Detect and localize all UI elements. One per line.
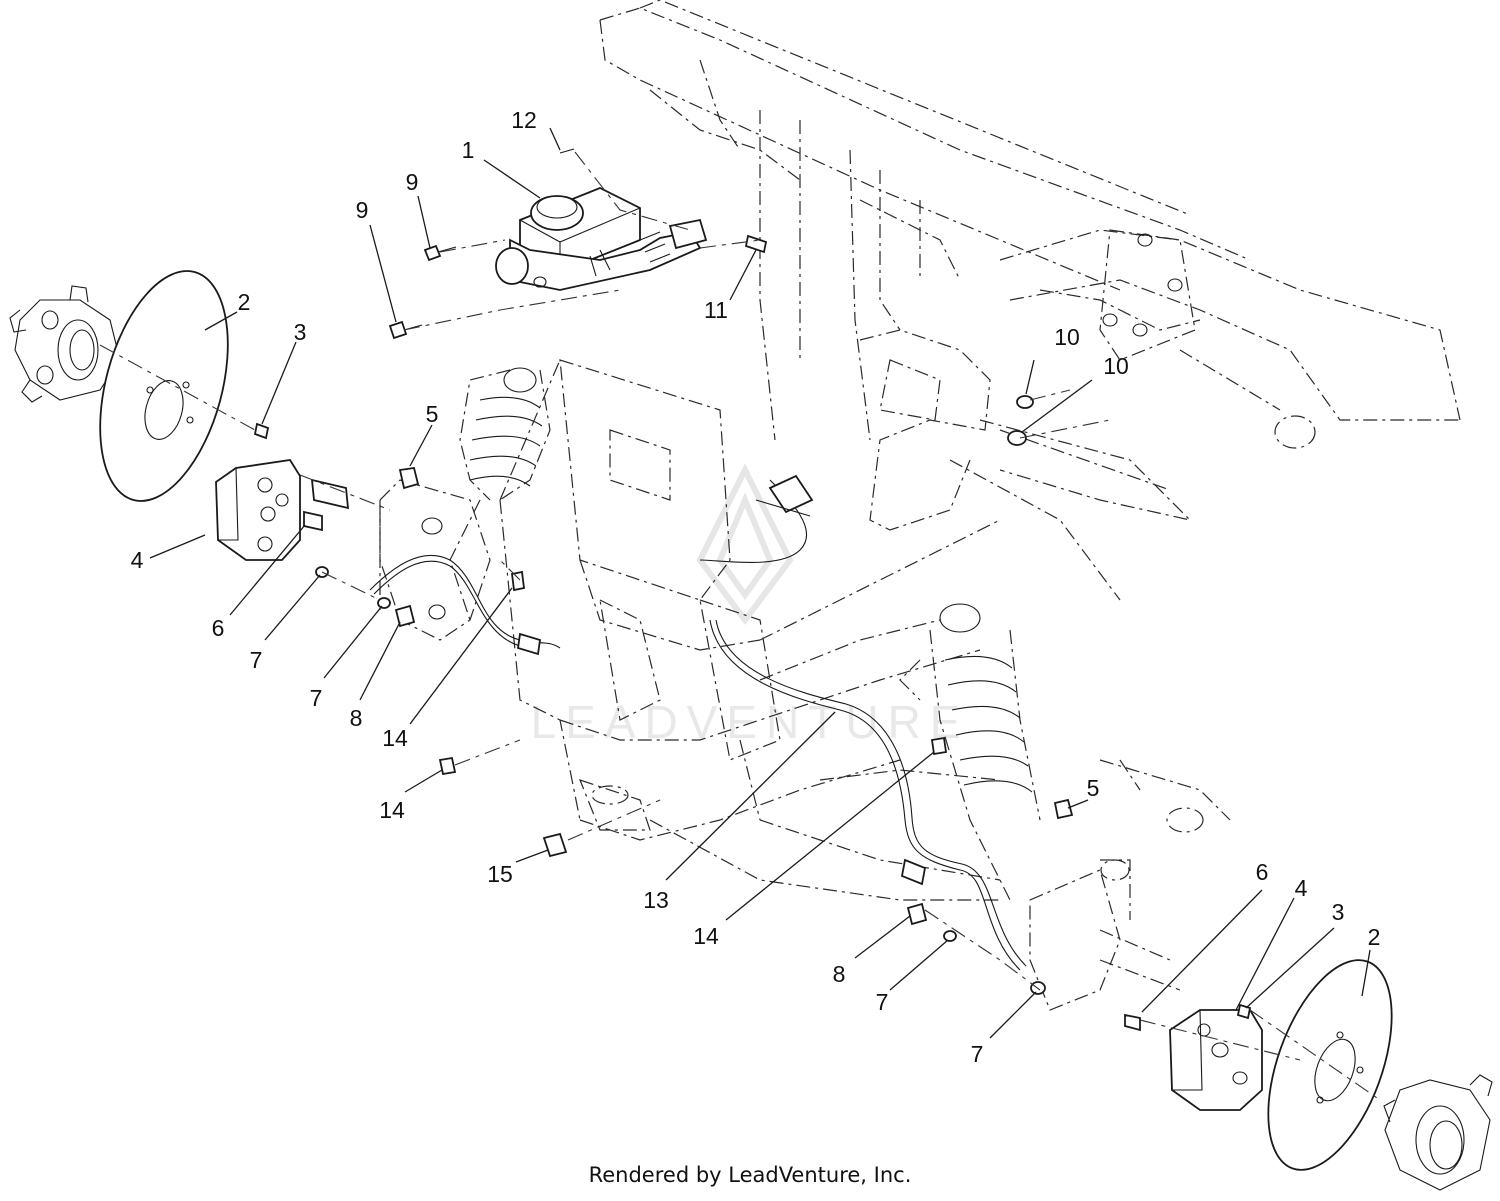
callout-9-a: 9	[406, 169, 419, 195]
assembly-center-lines	[99, 151, 1381, 1101]
callout-4-right: 4	[1295, 875, 1308, 901]
callout-5-right: 5	[1087, 775, 1100, 801]
left-brake-caliper	[215, 459, 350, 561]
left-brake-rotor	[99, 270, 229, 502]
hardware	[253, 148, 1252, 1020]
brake-line-center	[709, 619, 1027, 971]
callout-7-a: 7	[250, 647, 263, 673]
callout-2-left: 2	[238, 289, 251, 315]
callout-8-right: 8	[833, 961, 846, 987]
leader-lines	[149, 127, 1371, 1039]
right-wheel-hub	[1383, 1074, 1493, 1191]
callout-12: 12	[511, 107, 537, 133]
callout-11: 11	[704, 297, 728, 323]
callout-6-right: 6	[1256, 859, 1269, 885]
callouts: 1 2 2 3 3 4 4 5 5 6 6 7 7 7 7 8 8 9 9 10…	[131, 107, 1381, 1067]
callout-3-right: 3	[1332, 899, 1345, 925]
callout-13: 13	[643, 887, 669, 913]
callout-3-left: 3	[294, 319, 307, 345]
callout-14-b: 14	[379, 797, 405, 823]
callout-10-a: 10	[1054, 324, 1080, 350]
right-shock-absorber	[899, 603, 1041, 901]
right-brake-caliper	[1124, 1009, 1263, 1111]
callout-14-a: 14	[382, 725, 408, 751]
left-wheel-hub	[9, 285, 121, 403]
watermark-text: LEADVENTURE	[531, 696, 970, 748]
footer-credit: Rendered by LeadVenture, Inc.	[588, 1163, 912, 1187]
callout-8-left: 8	[350, 705, 363, 731]
vehicle-frame	[379, 0, 1461, 1011]
master-cylinder	[495, 187, 708, 291]
callout-6-left: 6	[212, 615, 225, 641]
callout-2-right: 2	[1368, 924, 1381, 950]
callout-5-left: 5	[426, 401, 439, 427]
callout-9-b: 9	[356, 197, 369, 223]
brake-line-left	[369, 554, 561, 656]
callout-7-b: 7	[310, 685, 323, 711]
callout-14-c: 14	[693, 923, 719, 949]
callout-7-c: 7	[876, 989, 889, 1015]
callout-1: 1	[462, 137, 475, 163]
callout-10-b: 10	[1103, 353, 1129, 379]
brake-line-upper	[699, 474, 814, 563]
callout-15: 15	[487, 861, 513, 887]
callout-7-d: 7	[971, 1041, 984, 1067]
callout-4-left: 4	[131, 547, 144, 573]
